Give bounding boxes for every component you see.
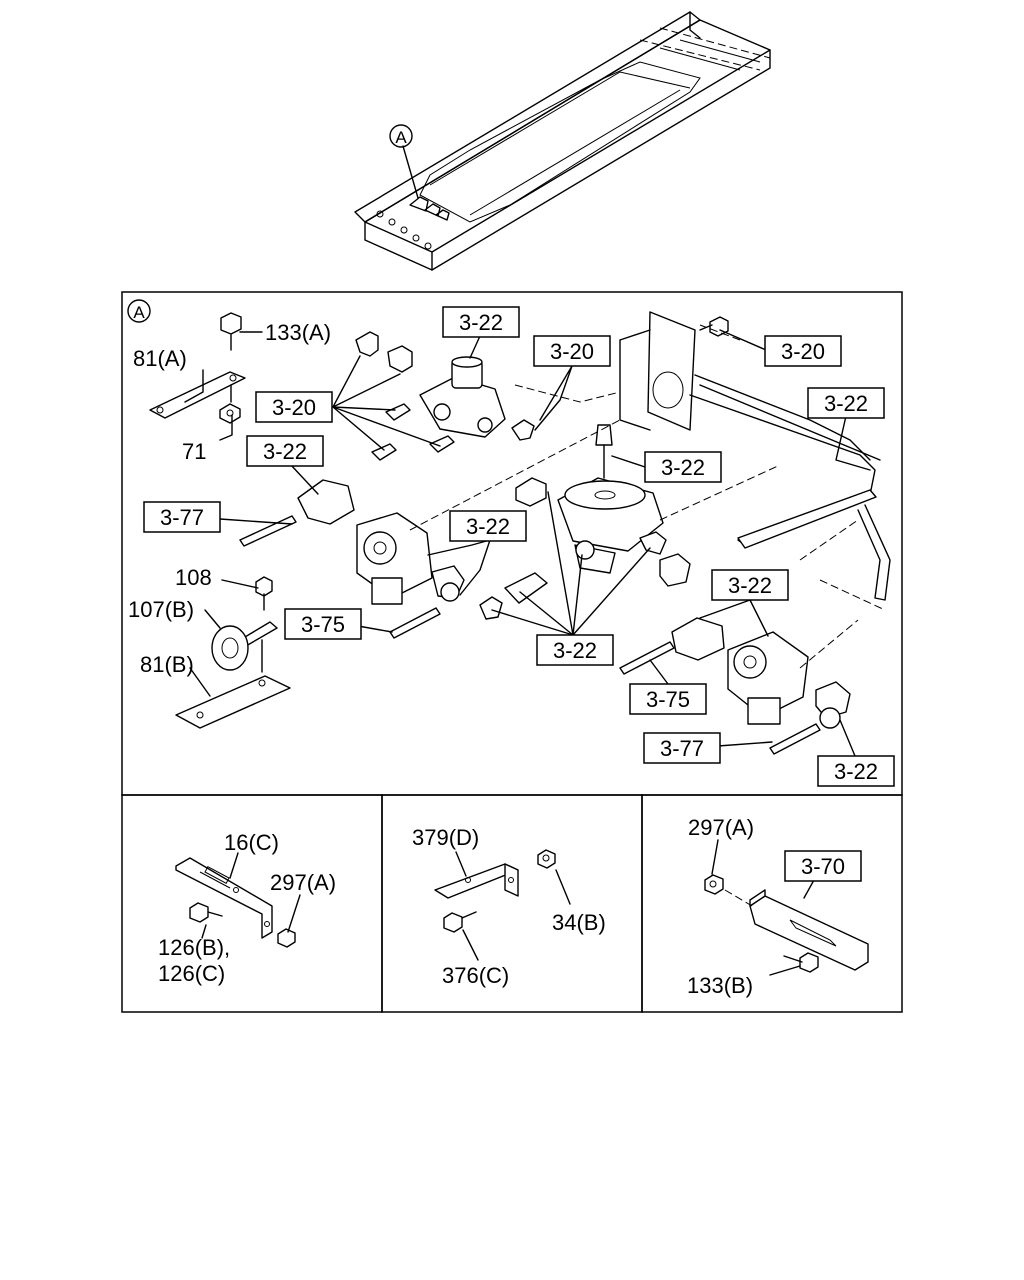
box-3-22-bottom: 3-22 bbox=[553, 638, 597, 663]
box-3-70-frame bbox=[784, 850, 862, 882]
box-3-20-mid: 3-20 bbox=[550, 339, 594, 364]
overview-frame-illustration bbox=[354, 11, 771, 271]
label-71: 71 bbox=[182, 439, 206, 464]
label-81b: 81(B) bbox=[140, 652, 194, 677]
detail-corner-label: A bbox=[133, 303, 145, 322]
box-3-22-valve-left: 3-22 bbox=[263, 439, 307, 464]
overview-callout-circle bbox=[389, 124, 413, 148]
label-126c: 126(C) bbox=[158, 961, 225, 986]
label-297a-right: 297(A) bbox=[688, 815, 754, 840]
detail-panel-frame bbox=[121, 291, 903, 796]
label-81a: 81(A) bbox=[133, 346, 187, 371]
detail-corner-circle bbox=[127, 299, 151, 323]
sub-panel-right-frame bbox=[641, 794, 903, 1013]
label-108: 108 bbox=[175, 565, 212, 590]
label-34b: 34(B) bbox=[552, 910, 606, 935]
box-3-22-elbow: 3-22 bbox=[466, 514, 510, 539]
label-133a: 133(A) bbox=[265, 320, 331, 345]
box-3-22-relay: 3-22 bbox=[661, 455, 705, 480]
box-3-22-right-top: 3-22 bbox=[824, 391, 868, 416]
box-3-20-right: 3-20 bbox=[781, 339, 825, 364]
label-16c: 16(C) bbox=[224, 830, 279, 855]
box-3-22-top: 3-22 bbox=[459, 310, 503, 335]
box-3-75-right: 3-75 bbox=[646, 687, 690, 712]
label-379d: 379(D) bbox=[412, 825, 479, 850]
overview-callout-label: A bbox=[395, 128, 407, 147]
detail-illustration bbox=[149, 311, 891, 757]
label-133b: 133(B) bbox=[687, 973, 753, 998]
box-3-75-left: 3-75 bbox=[301, 612, 345, 637]
label-297a-left: 297(A) bbox=[270, 870, 336, 895]
boxed-callouts: 3-22 3-20 3-20 3-20 3-22 3-22 3-22 3-77 … bbox=[143, 306, 895, 787]
sub-middle-illustration bbox=[434, 849, 571, 961]
box-3-20-left: 3-20 bbox=[272, 395, 316, 420]
box-3-22-low-right: 3-22 bbox=[834, 759, 878, 784]
box-3-77-left: 3-77 bbox=[160, 505, 204, 530]
sub-right-illustration bbox=[704, 839, 869, 976]
box-3-70: 3-70 bbox=[801, 854, 845, 879]
label-126b: 126(B), bbox=[158, 935, 230, 960]
box-3-22-valve-right: 3-22 bbox=[728, 573, 772, 598]
label-376c: 376(C) bbox=[442, 963, 509, 988]
sub-left-illustration bbox=[175, 852, 301, 948]
box-3-77-right: 3-77 bbox=[660, 736, 704, 761]
label-107b: 107(B) bbox=[128, 597, 194, 622]
